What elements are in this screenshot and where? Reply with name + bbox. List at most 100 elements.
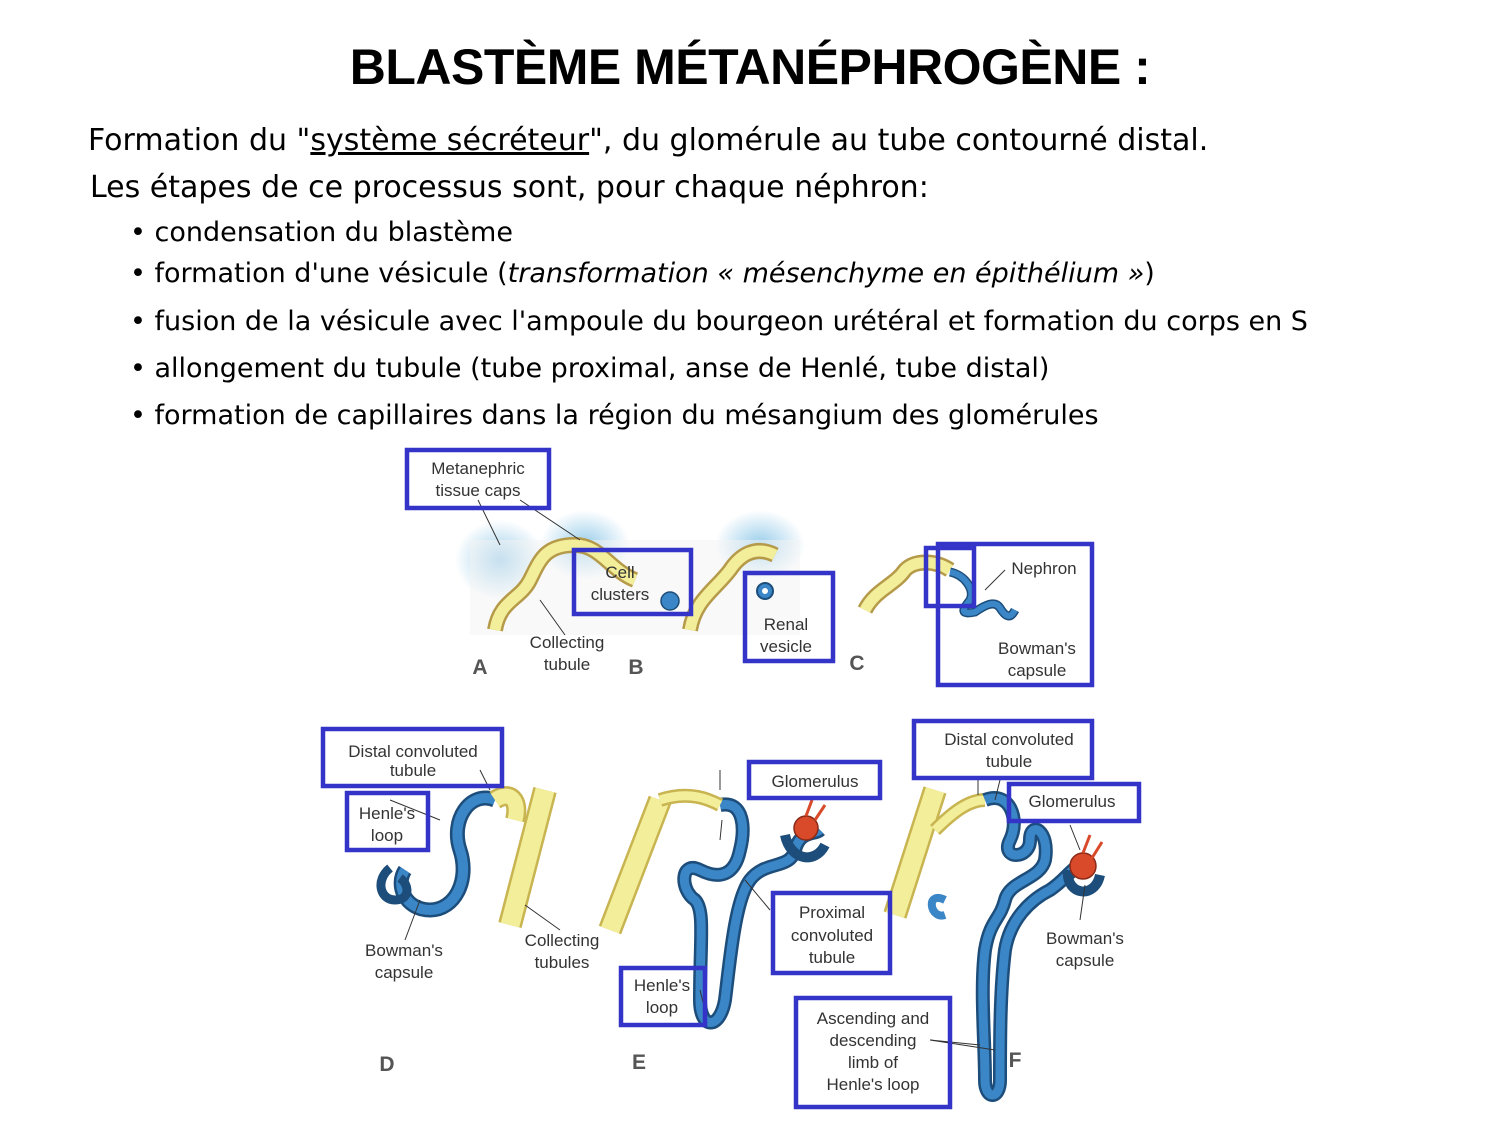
label-pct-1: Proximal bbox=[799, 903, 865, 922]
intro-post: ", du glomérule au tube contourné distal… bbox=[589, 123, 1209, 158]
label-nephron: Nephron bbox=[1011, 559, 1076, 578]
nephron-leader bbox=[984, 569, 1006, 591]
box-pct bbox=[770, 890, 893, 976]
label-bowman-f-2: capsule bbox=[1056, 951, 1115, 970]
panel-d-leaders bbox=[389, 769, 561, 941]
box-cell-clusters bbox=[571, 547, 694, 617]
glomerulus-f-vessels bbox=[1081, 834, 1104, 859]
junction-f bbox=[931, 795, 986, 834]
tubule-d-outline bbox=[393, 790, 498, 918]
s-body bbox=[949, 569, 1018, 619]
box-renal-vesicle bbox=[742, 570, 836, 664]
panel-label-d: D bbox=[379, 1053, 394, 1076]
bowman-capsule-e bbox=[780, 833, 830, 863]
proximal-coil-f bbox=[927, 894, 947, 920]
collecting-tubule-f bbox=[885, 787, 945, 918]
box-henle-d bbox=[344, 790, 431, 853]
tubule-e bbox=[679, 800, 824, 1027]
junction-e bbox=[658, 791, 723, 810]
label-henle-e-2: loop bbox=[646, 998, 678, 1017]
label-cell-1: Cell bbox=[605, 563, 634, 582]
label-dct-d-1: Distal convoluted bbox=[348, 742, 477, 761]
label-cell-2: clusters bbox=[591, 585, 650, 604]
box-dct-f bbox=[911, 718, 1095, 781]
panel-label-f: F bbox=[1009, 1049, 1022, 1072]
steps-intro: Les étapes de ce processus sont, pour ch… bbox=[90, 170, 929, 205]
label-renal-2: vesicle bbox=[760, 637, 812, 656]
label-collecting-d-1: Collecting bbox=[525, 931, 600, 950]
box-henle-e bbox=[618, 965, 708, 1028]
panel-abc-drawing bbox=[455, 499, 1020, 636]
panel-label-c: C bbox=[849, 652, 864, 675]
bullet-5: • formation de capillaires dans la régio… bbox=[130, 400, 1099, 431]
bullet-3: • fusion de la vésicule avec l'ampoule d… bbox=[130, 306, 1308, 337]
bullet-2-italic: transformation « mésenchyme en épithéliu… bbox=[507, 258, 1145, 289]
label-caps-2: tissue caps bbox=[435, 481, 520, 500]
bullet-4: • allongement du tubule (tube proximal, … bbox=[130, 353, 1050, 384]
box-nephron-origin bbox=[923, 545, 977, 609]
highlight-boxes bbox=[320, 447, 1142, 1110]
figure-labels: Metanephric tissue caps Cell clusters Co… bbox=[348, 459, 1124, 1094]
label-henle-d-1: Henle's bbox=[359, 804, 415, 823]
label-collecting-d-2: tubules bbox=[535, 953, 590, 972]
label-dct-d-2: tubule bbox=[390, 761, 436, 780]
bullet-2-post: ) bbox=[1144, 258, 1155, 289]
collecting-tubule-b bbox=[684, 545, 778, 632]
panel-label-e: E bbox=[632, 1051, 646, 1074]
label-dct-f-2: tubule bbox=[986, 752, 1032, 771]
label-glomerulus-e: Glomerulus bbox=[772, 772, 859, 791]
tubule-d bbox=[396, 793, 497, 916]
collecting-tubule-d bbox=[500, 787, 555, 928]
label-bowman-d-2: capsule bbox=[375, 963, 434, 982]
cell-cluster bbox=[660, 591, 680, 611]
tubule-f bbox=[978, 793, 1083, 1100]
label-renal-1: Renal bbox=[764, 615, 808, 634]
label-bowman-d-1: Bowman's bbox=[365, 941, 443, 960]
label-collecting-1: Collecting bbox=[530, 633, 605, 652]
bullet-2: • formation d'une vésicule (transformati… bbox=[130, 258, 1155, 289]
panel-d-drawing bbox=[376, 769, 561, 941]
panel-f-drawing bbox=[883, 779, 1105, 1102]
label-pct-2: convoluted bbox=[791, 926, 873, 945]
box-nephron bbox=[935, 541, 1095, 688]
label-bowman-c-1: Bowman's bbox=[998, 639, 1076, 658]
collecting-tubule-a bbox=[489, 539, 638, 632]
label-bowman-f-1: Bowman's bbox=[1046, 929, 1124, 948]
bullet-1: • condensation du blastème bbox=[130, 217, 513, 248]
collecting-tubule-e bbox=[601, 796, 669, 934]
label-pct-3: tubule bbox=[809, 948, 855, 967]
box-glomerulus-e bbox=[746, 759, 883, 801]
bowman-capsule-d bbox=[376, 864, 412, 905]
label-ascending-1: Ascending and bbox=[817, 1009, 929, 1028]
panel-e-leaders bbox=[699, 770, 771, 1011]
label-dct-f-1: Distal convoluted bbox=[944, 730, 1073, 749]
box-ascending-descending bbox=[793, 995, 953, 1110]
intro-pre: Formation du " bbox=[88, 123, 311, 158]
label-ascending-4: Henle's loop bbox=[826, 1075, 919, 1094]
box-dct-d bbox=[320, 726, 505, 789]
bowman-capsule-f bbox=[1062, 869, 1105, 897]
label-caps-1: Metanephric bbox=[431, 459, 525, 478]
label-ascending-3: limb of bbox=[848, 1053, 898, 1072]
panel-label-a: A bbox=[472, 656, 487, 679]
box-glomerulus-f bbox=[1006, 781, 1142, 824]
collecting-leader bbox=[539, 599, 566, 636]
label-henle-e-1: Henle's bbox=[634, 976, 690, 995]
label-glomerulus-f: Glomerulus bbox=[1029, 792, 1116, 811]
label-henle-d-2: loop bbox=[371, 826, 403, 845]
panel-f-leaders bbox=[929, 779, 1086, 1051]
glomerulus-e-vessels bbox=[804, 799, 827, 821]
bullet-2-pre: • formation d'une vésicule ( bbox=[130, 258, 508, 289]
renal-vesicle-lumen bbox=[762, 588, 768, 594]
label-bowman-c-2: capsule bbox=[1008, 661, 1067, 680]
intro-line: Formation du "système sécréteur", du glo… bbox=[88, 123, 1208, 158]
box-tissue-caps bbox=[404, 447, 552, 511]
panel-label-b: B bbox=[628, 656, 643, 679]
label-collecting-2: tubule bbox=[544, 655, 590, 674]
slide-title: BLASTÈME MÉTANÉPHROGÈNE : bbox=[349, 39, 1151, 95]
panel-e-drawing bbox=[598, 770, 830, 1030]
intro-underlined: système sécréteur bbox=[310, 123, 590, 158]
label-ascending-2: descending bbox=[830, 1031, 917, 1050]
junction-d bbox=[490, 788, 524, 822]
